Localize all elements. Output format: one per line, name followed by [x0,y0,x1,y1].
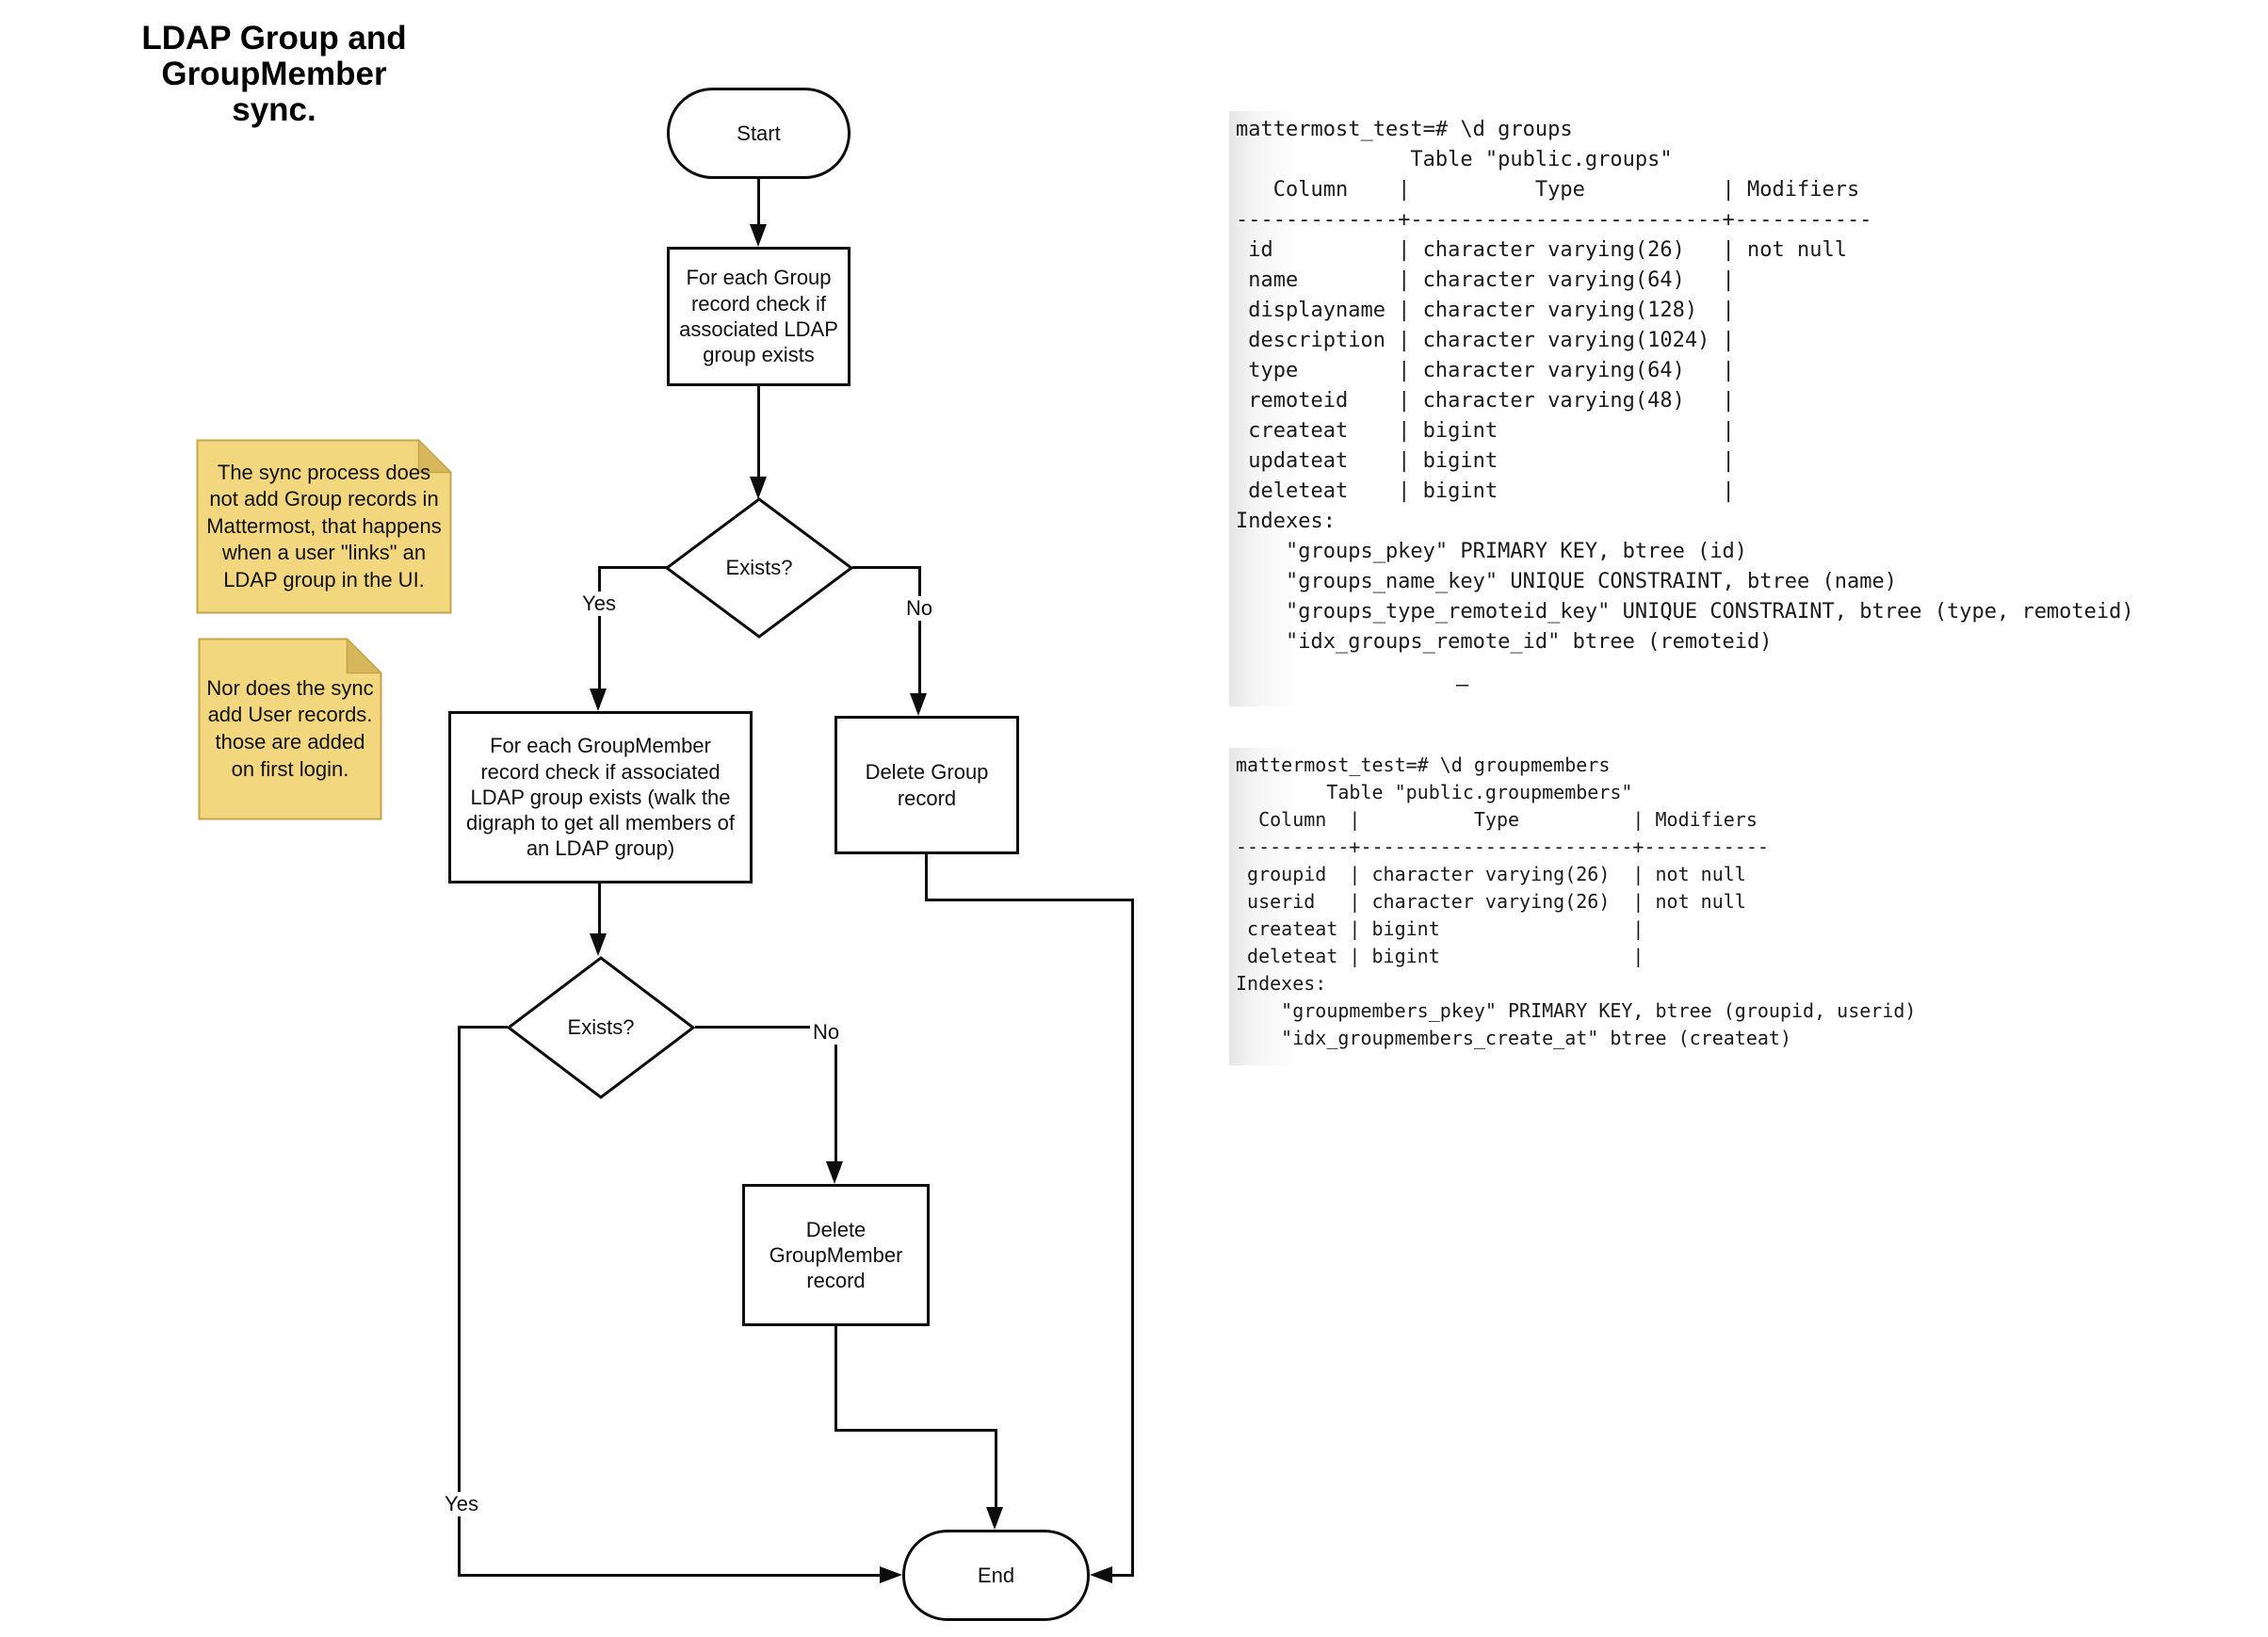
flow-node-check-groupmember-label: For each GroupMember record check if ass… [466,734,735,861]
connector-exists1-yes-h [599,566,667,569]
edge-label-yes1: Yes [579,592,619,616]
connector-exists1-no-v [918,566,921,695]
connector-exists2-yes-v [458,1026,461,1576]
connector-check-group-to-exists1 [757,386,760,478]
connector-delete-groupmember-v1 [834,1326,837,1432]
edge-label-no2: No [809,1020,843,1045]
flow-node-start: Start [667,88,850,179]
arrowhead-into-check-groupmember [590,689,607,711]
flow-node-delete-group: Delete Group record [834,716,1019,854]
flow-node-delete-groupmember: Delete GroupMember record [742,1184,930,1326]
flow-node-end: End [902,1530,1090,1621]
flow-node-delete-group-label: Delete Group record [865,760,989,810]
connector-exists1-yes-v [598,566,601,690]
arrowhead-into-exists2 [590,933,607,956]
connector-check-groupmember-to-exists2 [598,883,601,935]
sticky-note-shape [196,439,452,614]
flow-decision-exists1-label: Exists? [725,556,793,579]
connector-exists1-no-h [852,566,920,569]
connector-exists2-yes-h2 [458,1574,882,1577]
connector-exists2-no-h [695,1026,836,1029]
connector-delete-group-h2 [1112,1574,1134,1577]
flow-node-end-label: End [977,1563,1015,1587]
arrowhead-into-delete-groupmember [826,1161,843,1184]
arrowhead-into-end-left [880,1566,902,1583]
flow-node-check-group: For each Group record check if associate… [667,247,850,386]
flow-node-start-label: Start [737,121,781,145]
sticky-note-shape [198,638,382,820]
sticky-note-group-records-text: The sync process does not add Group reco… [206,460,442,592]
connector-delete-group-h1 [925,899,1134,901]
edge-label-yes2: Yes [442,1492,481,1516]
diamond-shape [507,956,695,1099]
flow-node-delete-groupmember-label: Delete GroupMember record [769,1217,903,1293]
arrowhead-into-end-top [986,1507,1003,1530]
connector-exists2-no-v [834,1026,837,1163]
arrowhead-into-delete-group [910,693,927,716]
edge-label-no1: No [902,596,936,621]
connector-exists2-yes-h1 [459,1026,508,1029]
arrowhead-into-exists1 [750,477,767,499]
sticky-note-user-records: Nor does the sync add User records. thos… [198,638,382,820]
arrowhead-into-check-group [750,224,767,247]
connector-start-to-check-group [757,179,760,226]
terminal-cursor-dash: – [1456,673,1469,697]
connector-delete-groupmember-v2 [995,1429,997,1509]
sticky-note-user-records-text: Nor does the sync add User records. thos… [206,675,374,781]
terminal-output-groupmembers: mattermost_test=# \d groupmembers Table … [1229,748,1926,1065]
flow-node-check-group-label: For each Group record check if associate… [679,266,838,367]
connector-delete-group-v1 [925,854,928,901]
diagram-title: LDAP Group and GroupMember sync. [141,20,407,128]
flow-decision-exists1: Exists? [665,497,853,639]
terminal-output-groups: mattermost_test=# \d groups Table "publi… [1229,111,2144,706]
connector-delete-group-v2 [1131,899,1134,1576]
flow-node-check-groupmember: For each GroupMember record check if ass… [448,711,753,883]
sticky-note-group-records: The sync process does not add Group reco… [196,439,452,614]
arrowhead-into-end-right [1090,1566,1112,1583]
flow-decision-exists2-label: Exists? [567,1015,635,1039]
diamond-shape [665,497,853,639]
flow-decision-exists2: Exists? [507,956,695,1099]
connector-delete-groupmember-h [834,1429,996,1432]
